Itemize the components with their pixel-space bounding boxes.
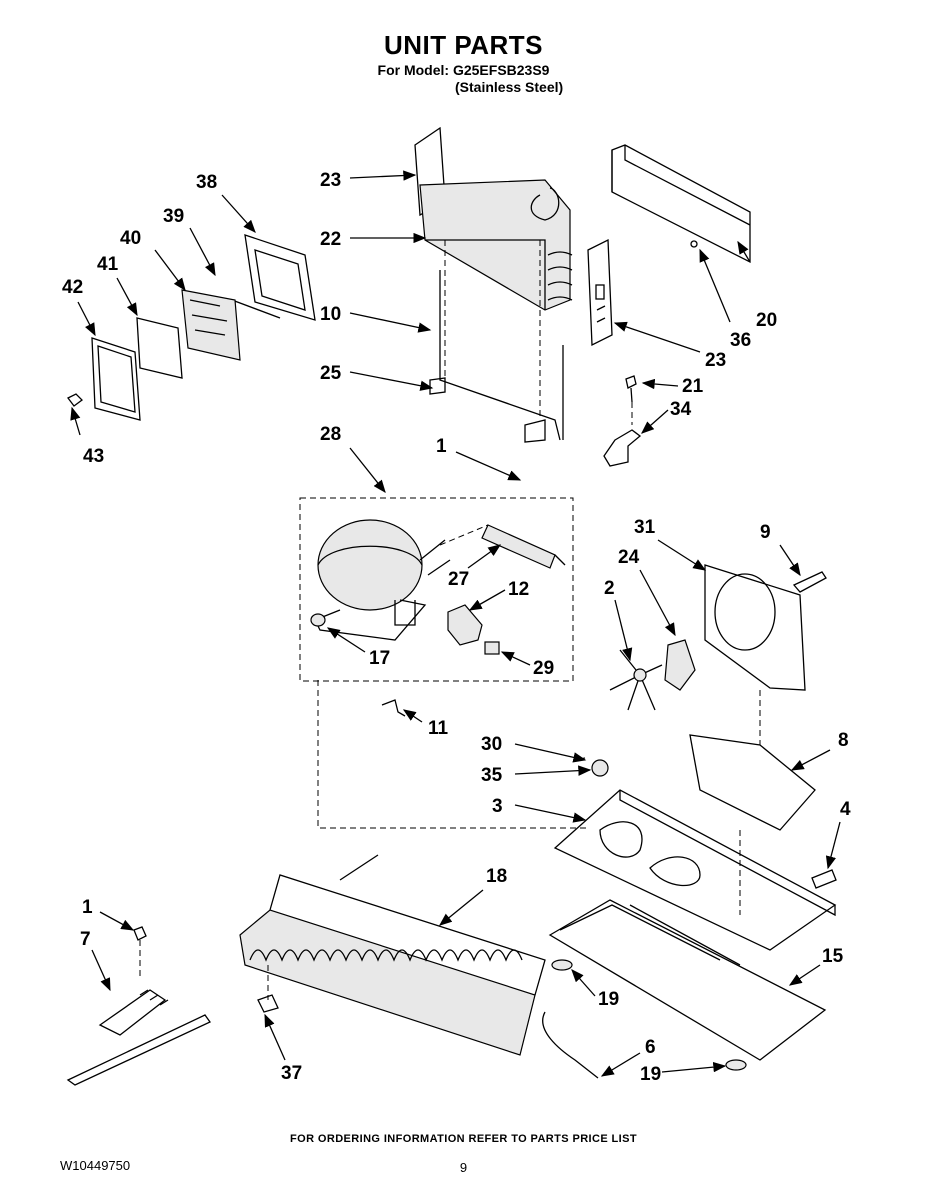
callout-38: 38 (196, 172, 217, 193)
callout-41: 41 (97, 254, 119, 275)
callout-1-lower: 1 (82, 897, 93, 918)
callout-1: 1 (436, 436, 447, 457)
callout-27: 27 (448, 569, 469, 590)
callout-leaders (70, 170, 841, 1077)
callout-9: 9 (760, 522, 771, 543)
drain-tube (542, 1011, 599, 1079)
machine-compartment-base (553, 690, 837, 951)
document-number: W10449750 (60, 1158, 131, 1173)
callout-17: 17 (369, 648, 390, 669)
callout-39: 39 (163, 206, 184, 227)
callout-18: 18 (486, 866, 507, 887)
callout-42: 42 (62, 277, 83, 298)
callout-28: 28 (320, 424, 341, 445)
wiring-harness (66, 926, 211, 1086)
callout-12: 12 (508, 579, 529, 600)
callout-30: 30 (481, 734, 502, 755)
callout-numbers: 23 22 10 25 38 39 40 41 42 43 20 36 23 2… (62, 170, 851, 1085)
callout-22: 22 (320, 229, 341, 250)
callout-36: 36 (730, 330, 751, 351)
callout-4: 4 (840, 799, 851, 820)
callout-21: 21 (682, 376, 704, 397)
page-title: UNIT PARTS (383, 30, 544, 60)
drain-pan (548, 899, 827, 1071)
callout-19: 19 (598, 989, 619, 1010)
callout-19-lower: 19 (640, 1064, 661, 1085)
relay-and-overload (310, 604, 500, 655)
page-number: 9 (459, 1160, 468, 1175)
callout-43: 43 (83, 446, 104, 467)
screw-and-clip (603, 375, 642, 467)
callout-10: 10 (320, 304, 341, 325)
compressor (314, 519, 451, 641)
tubing-path-line (317, 680, 590, 829)
compressor-group-box (299, 497, 574, 682)
callout-8: 8 (838, 730, 849, 751)
callout-37: 37 (281, 1063, 302, 1084)
model-line: For Model: G25EFSB23S9 (377, 62, 550, 78)
evaporator-cover (611, 144, 751, 264)
callout-34: 34 (670, 399, 692, 420)
callout-31: 31 (634, 517, 656, 538)
finish-line: (Stainless Steel) (455, 79, 564, 95)
callout-20: 20 (756, 310, 777, 331)
callout-25: 25 (320, 363, 342, 384)
callout-24: 24 (618, 547, 640, 568)
callout-29: 29 (533, 658, 554, 679)
callout-11: 11 (428, 718, 449, 739)
condenser-coil (239, 854, 546, 1056)
filter-drier (439, 524, 566, 569)
evaporator-bracket-right (587, 238, 613, 347)
callout-23: 23 (320, 170, 341, 191)
callout-35: 35 (481, 765, 503, 786)
tubing-clip (381, 699, 406, 717)
callout-23-right: 23 (705, 350, 726, 371)
callout-3: 3 (492, 796, 503, 817)
condenser-fan-assembly (609, 564, 827, 711)
callout-40: 40 (120, 228, 141, 249)
callout-7: 7 (80, 929, 91, 950)
callout-2: 2 (604, 578, 615, 599)
ordering-note: FOR ORDERING INFORMATION REFER TO PARTS … (290, 1133, 637, 1145)
callout-15: 15 (822, 946, 844, 967)
evaporator-assembly (414, 126, 573, 443)
control-board-parts (67, 234, 316, 421)
callout-6: 6 (645, 1037, 656, 1058)
